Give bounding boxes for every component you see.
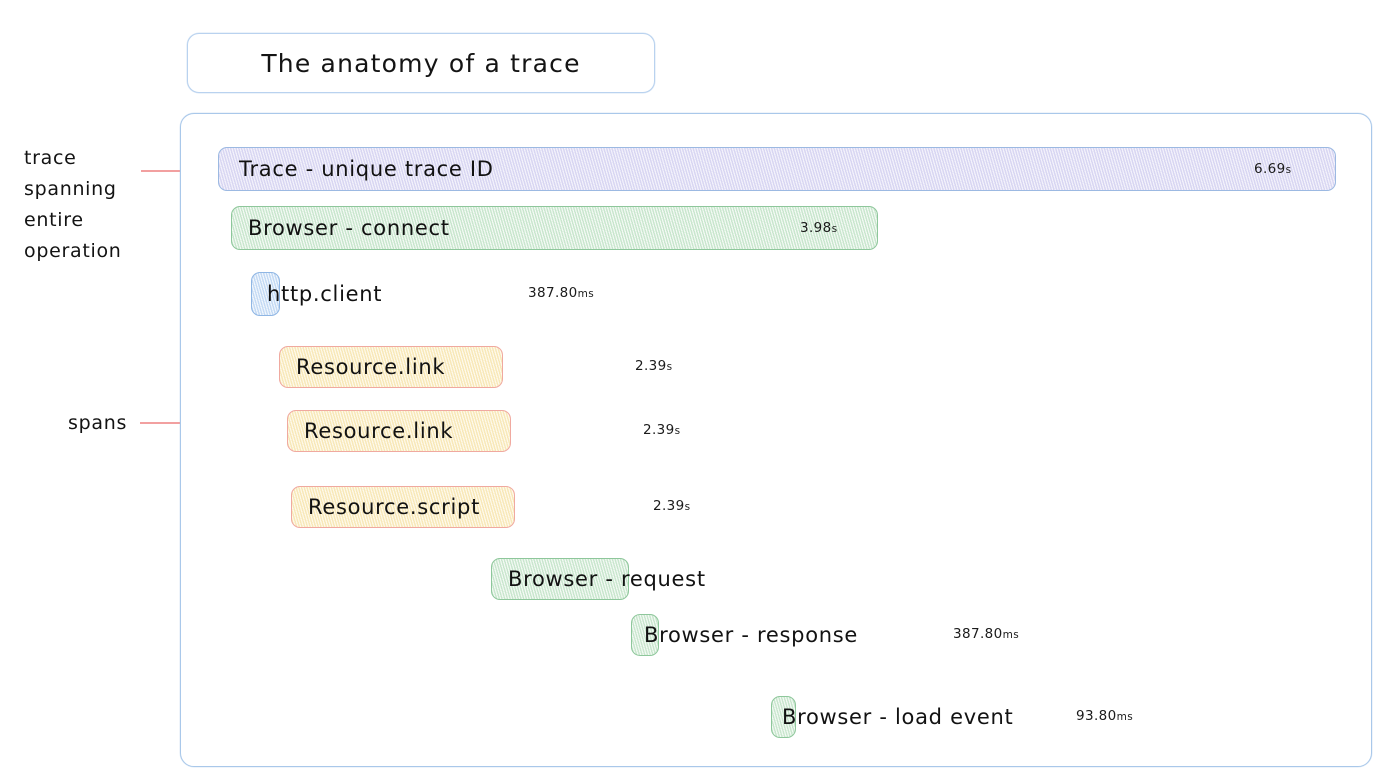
span-browser-connect-duration-unit: s bbox=[831, 223, 838, 235]
span-resource-script-duration-value: 2.39 bbox=[653, 498, 685, 514]
span-resource-link-2-label: Resource.link bbox=[304, 419, 454, 443]
span-browser-connect-duration-value: 3.98 bbox=[800, 220, 832, 236]
page-title: The anatomy of a trace bbox=[261, 48, 581, 78]
span-browser-request[interactable]: Browser - request bbox=[491, 558, 705, 600]
span-browser-load-event-duration-unit: ms bbox=[1116, 711, 1134, 723]
trace-annotation-connector bbox=[141, 170, 187, 172]
trace-annotation-label: trace spanning entire operation bbox=[24, 147, 122, 262]
span-resource-link-1-duration-unit: s bbox=[666, 361, 673, 373]
span-resource-link-2-duration: 2.39s bbox=[643, 422, 681, 438]
span-trace-duration: 6.69s bbox=[1254, 161, 1292, 177]
span-browser-response-label: Browser - response bbox=[644, 623, 859, 647]
span-browser-response-duration-unit: ms bbox=[1002, 629, 1020, 641]
span-http-client-duration-unit: ms bbox=[577, 288, 595, 300]
span-browser-load-event-duration: 93.80ms bbox=[1076, 708, 1133, 724]
span-browser-connect-label: Browser - connect bbox=[248, 216, 450, 240]
spans-annotation-connector bbox=[140, 422, 213, 424]
span-http-client-label: http.client bbox=[267, 282, 383, 306]
span-browser-response-duration: 387.80ms bbox=[953, 626, 1019, 642]
span-browser-response[interactable]: Browser - response bbox=[631, 614, 857, 656]
span-browser-connect-duration: 3.98s bbox=[800, 220, 838, 236]
span-resource-link-2-duration-value: 2.39 bbox=[643, 422, 675, 438]
span-resource-script-duration-unit: s bbox=[684, 501, 691, 513]
span-browser-connect[interactable]: Browser - connect 3.98s bbox=[231, 206, 878, 250]
span-resource-link-1-duration: 2.39s bbox=[635, 358, 673, 374]
span-resource-link-2[interactable]: Resource.link bbox=[287, 410, 511, 452]
span-http-client[interactable]: http.client bbox=[251, 272, 381, 316]
span-trace-duration-unit: s bbox=[1285, 164, 1292, 176]
span-resource-link-1[interactable]: Resource.link bbox=[279, 346, 503, 388]
span-browser-load-event-duration-value: 93.80 bbox=[1076, 708, 1117, 724]
span-browser-load-event[interactable]: Browser - load event bbox=[771, 696, 1013, 738]
spans-annotation-label: spans bbox=[68, 412, 128, 434]
title-card: The anatomy of a trace bbox=[187, 33, 655, 93]
span-trace[interactable]: Trace - unique trace ID 6.69s bbox=[218, 147, 1336, 191]
span-resource-link-2-duration-unit: s bbox=[674, 425, 681, 437]
span-http-client-duration: 387.80ms bbox=[528, 285, 594, 301]
span-browser-response-duration-value: 387.80 bbox=[953, 626, 1003, 642]
span-resource-script-duration: 2.39s bbox=[653, 498, 691, 514]
span-resource-script[interactable]: Resource.script bbox=[291, 486, 515, 528]
span-trace-label: Trace - unique trace ID bbox=[239, 157, 494, 181]
span-trace-duration-value: 6.69 bbox=[1254, 161, 1286, 177]
span-browser-load-event-label: Browser - load event bbox=[782, 705, 1014, 729]
span-http-client-duration-value: 387.80 bbox=[528, 285, 578, 301]
span-resource-link-1-duration-value: 2.39 bbox=[635, 358, 667, 374]
span-browser-request-label: Browser - request bbox=[508, 567, 706, 591]
span-resource-script-label: Resource.script bbox=[308, 495, 480, 519]
span-resource-link-1-label: Resource.link bbox=[296, 355, 446, 379]
